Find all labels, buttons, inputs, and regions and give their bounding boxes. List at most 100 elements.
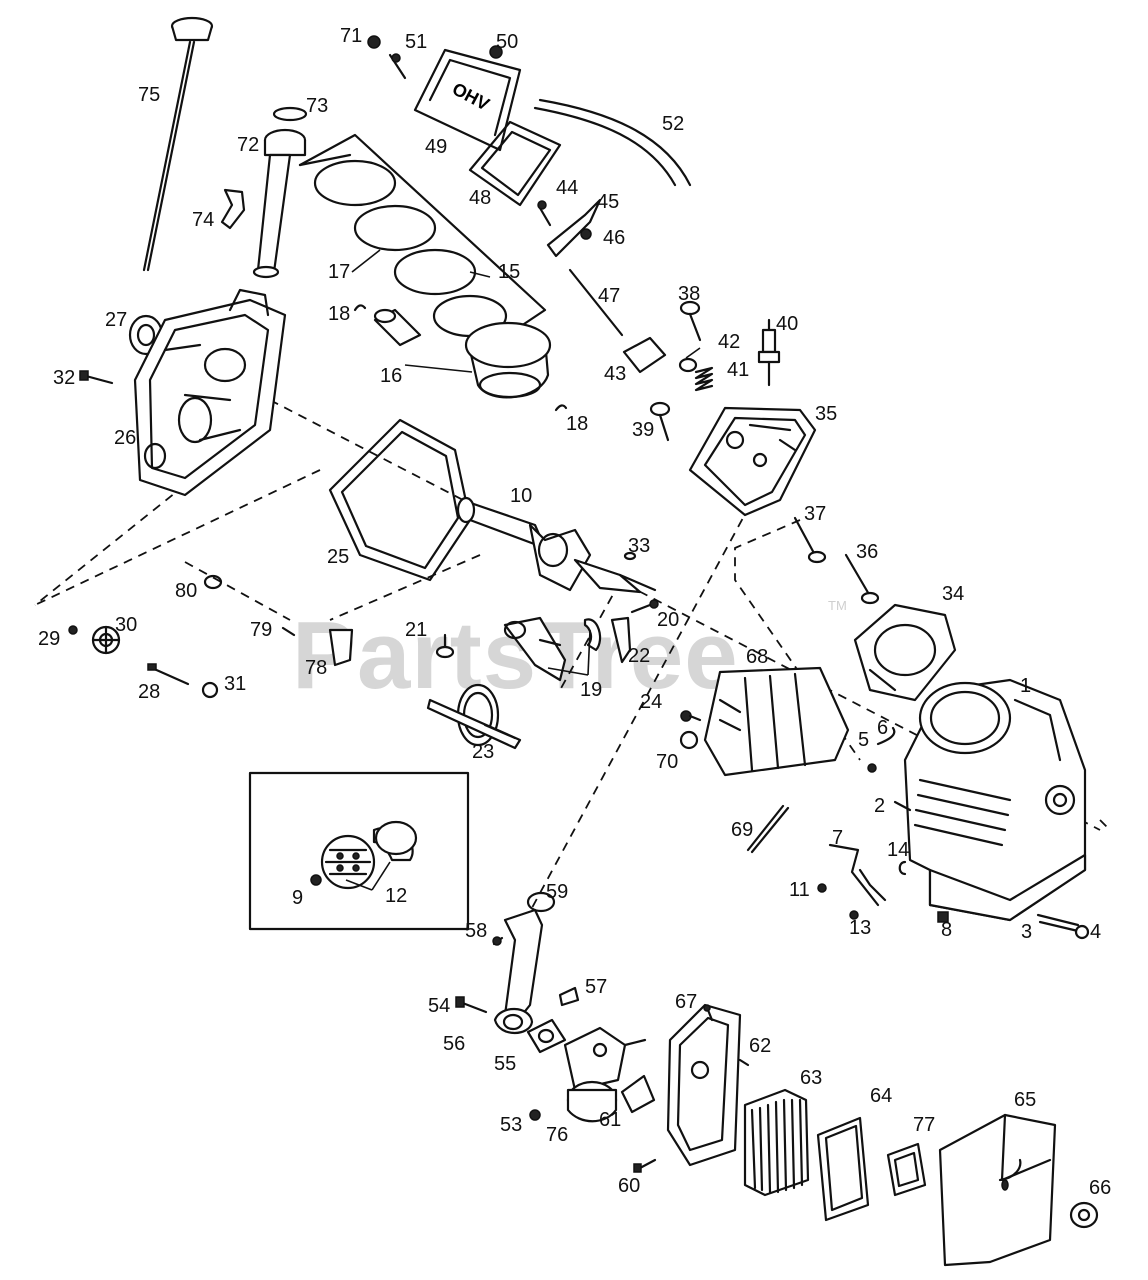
callout-7: 7 [832,827,843,849]
callout-14: 14 [887,839,909,861]
spark-plug-40[interactable] [757,318,781,387]
nut-71[interactable] [367,35,381,49]
governor-gear-30[interactable] [91,625,121,655]
part-6[interactable] [876,726,896,746]
gasket-77[interactable] [886,1142,927,1197]
plug-8[interactable] [937,911,949,923]
gasket-25[interactable] [328,418,472,582]
air-filter-63[interactable] [743,1088,810,1197]
intake-manifold-56[interactable] [493,908,544,1035]
screw-60[interactable] [633,1158,657,1173]
nut-31[interactable] [201,681,219,699]
air-cleaner-cover-65[interactable] [938,1113,1057,1267]
callout-61: 61 [599,1109,621,1131]
clip-18a[interactable] [353,304,367,312]
muffler-68[interactable] [703,666,850,777]
washer-29[interactable] [68,625,78,635]
bolt-20[interactable] [630,599,659,614]
spring-41[interactable] [694,366,714,392]
callout-73: 73 [306,95,328,117]
washer-80[interactable] [203,574,223,590]
push-rod-47[interactable] [568,268,624,337]
callout-5: 5 [858,729,869,751]
nut-13[interactable] [849,910,859,920]
stud-2[interactable] [893,800,912,812]
bolt-44[interactable] [538,206,552,227]
callout-50: 50 [496,31,518,53]
bolt-11[interactable] [817,883,827,893]
engine-block-1[interactable] [903,678,1087,922]
callout-65: 65 [1014,1089,1036,1111]
clip-18b[interactable] [554,404,568,412]
pin-3[interactable] [1036,913,1080,933]
nut-4[interactable] [1074,924,1090,940]
callout-55: 55 [494,1053,516,1075]
bolt-24[interactable] [680,710,702,722]
cylinder-head-35[interactable] [688,406,817,517]
crankcase-cover-26[interactable] [133,288,287,497]
tappet-21[interactable] [435,633,455,659]
callout-63: 63 [800,1067,822,1089]
callout-46: 46 [603,227,625,249]
stud-69[interactable] [746,804,790,854]
gasket-59[interactable] [526,891,556,913]
breather-50[interactable] [489,45,503,59]
bolt-32[interactable] [79,370,114,385]
shaft-28[interactable] [147,663,190,686]
carburetor-76[interactable] [563,1026,647,1123]
part-5[interactable] [867,763,877,773]
callout-34: 34 [942,583,964,605]
callout-19: 19 [580,679,602,701]
callout-54: 54 [428,995,450,1017]
screw-67[interactable] [703,1004,714,1022]
callout-11: 11 [789,879,810,901]
bolt-79[interactable] [281,626,296,637]
screw-9[interactable] [310,874,322,886]
gasket-55[interactable] [526,1018,567,1054]
callout-39: 39 [632,419,654,441]
camshaft-23[interactable] [426,683,522,750]
bracket-78[interactable] [328,628,354,667]
screen-12[interactable] [320,820,418,890]
gasket-61[interactable] [620,1074,656,1114]
dipper-22[interactable] [610,616,632,664]
air-cleaner-base-62[interactable] [666,1003,750,1167]
lever-7[interactable] [828,843,887,907]
valve-cover-gasket-48[interactable] [468,120,562,207]
washer-70[interactable] [679,730,699,750]
dipstick-75[interactable] [142,16,214,272]
callout-76: 76 [546,1124,568,1146]
crankshaft-10[interactable] [456,496,657,594]
rocker-arm-45[interactable] [546,198,602,258]
bolt-38[interactable] [679,300,702,342]
callout-47: 47 [598,285,620,307]
clip-14[interactable] [898,860,907,876]
connecting-rod-19[interactable] [503,616,602,682]
callout-28: 28 [138,681,160,703]
knob-66[interactable] [1069,1201,1099,1229]
callout-35: 35 [815,403,837,425]
bolt-58[interactable] [492,936,504,946]
clip-74[interactable] [220,188,246,230]
pre-cleaner-64[interactable] [816,1116,870,1222]
retainer-42[interactable] [678,357,698,373]
callout-51: 51 [405,31,427,53]
oil-fill-tube-72[interactable] [252,106,308,279]
spring-57[interactable] [558,986,580,1007]
callout-3: 3 [1021,921,1032,943]
breather-tube-52[interactable] [533,106,677,187]
bolt-39[interactable] [649,401,671,442]
plate-43[interactable] [622,336,667,374]
valve-37[interactable] [793,516,827,564]
piston-pin-16[interactable] [373,308,422,347]
screw-53[interactable] [529,1109,541,1121]
bolt-54[interactable] [455,996,488,1014]
key-33[interactable] [623,551,637,561]
head-gasket-34[interactable] [853,603,957,702]
valve-cover-49[interactable]: OHV [413,48,522,152]
piston-16[interactable] [464,321,552,399]
nut-46[interactable] [580,228,592,240]
callout-43: 43 [604,363,626,385]
callout-41: 41 [727,359,749,381]
valve-36[interactable] [844,553,880,605]
